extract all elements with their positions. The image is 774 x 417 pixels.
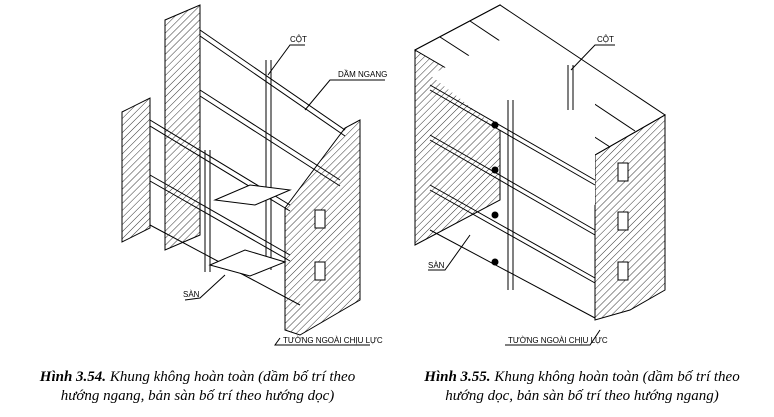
beams [149, 29, 346, 306]
label-column: CỘT [597, 35, 614, 44]
label-slab: SÀN [428, 261, 445, 270]
caption-line2: hướng ngang, bản sàn bố trí theo hướng d… [60, 388, 335, 404]
leader-wall [274, 337, 370, 346]
slab [213, 184, 292, 206]
columns [507, 65, 574, 290]
caption-line1: Khung không hoàn toàn (dầm bố trí theo [109, 369, 356, 385]
label-column: CỘT [290, 35, 307, 44]
right-front-wall [594, 114, 666, 321]
figure-3-55 [413, 4, 666, 346]
beam-ends [491, 121, 499, 266]
leader-column [267, 44, 305, 76]
label-slab: SÀN [183, 290, 200, 299]
caption-number: Hình 3.55. [424, 369, 491, 385]
caption-line2: hướng dọc, bản sàn bố trí theo hướng nga… [445, 388, 719, 404]
caption-line1: Khung không hoàn toàn (dầm bố trí theo [494, 369, 740, 385]
leader-slab [428, 234, 471, 271]
leader-slab [184, 274, 226, 301]
columns [204, 60, 272, 272]
label-wall: TƯỜNG NGOÀI CHỊU LỰC [508, 336, 608, 345]
leader-wall [505, 329, 601, 346]
label-beam: DẦM NGANG [338, 69, 387, 79]
caption-figure-3-55: Hình 3.55. Khung không hoàn toàn (dầm bố… [390, 368, 774, 406]
left-wall [121, 97, 151, 243]
label-wall: TƯỜNG NGOÀI CHỊU LỰC [283, 336, 383, 345]
window [314, 261, 326, 281]
back-wall [164, 4, 201, 251]
leader-beam [304, 79, 385, 111]
window [617, 211, 629, 231]
leader-column [570, 44, 615, 71]
window [314, 209, 326, 229]
caption-figure-3-54: Hình 3.54. Khung không hoàn toàn (dầm bố… [5, 368, 390, 406]
slab [208, 249, 287, 277]
caption-number: Hình 3.54. [39, 369, 107, 385]
window [617, 162, 629, 182]
figure-3-54 [121, 4, 385, 346]
window [617, 261, 629, 281]
